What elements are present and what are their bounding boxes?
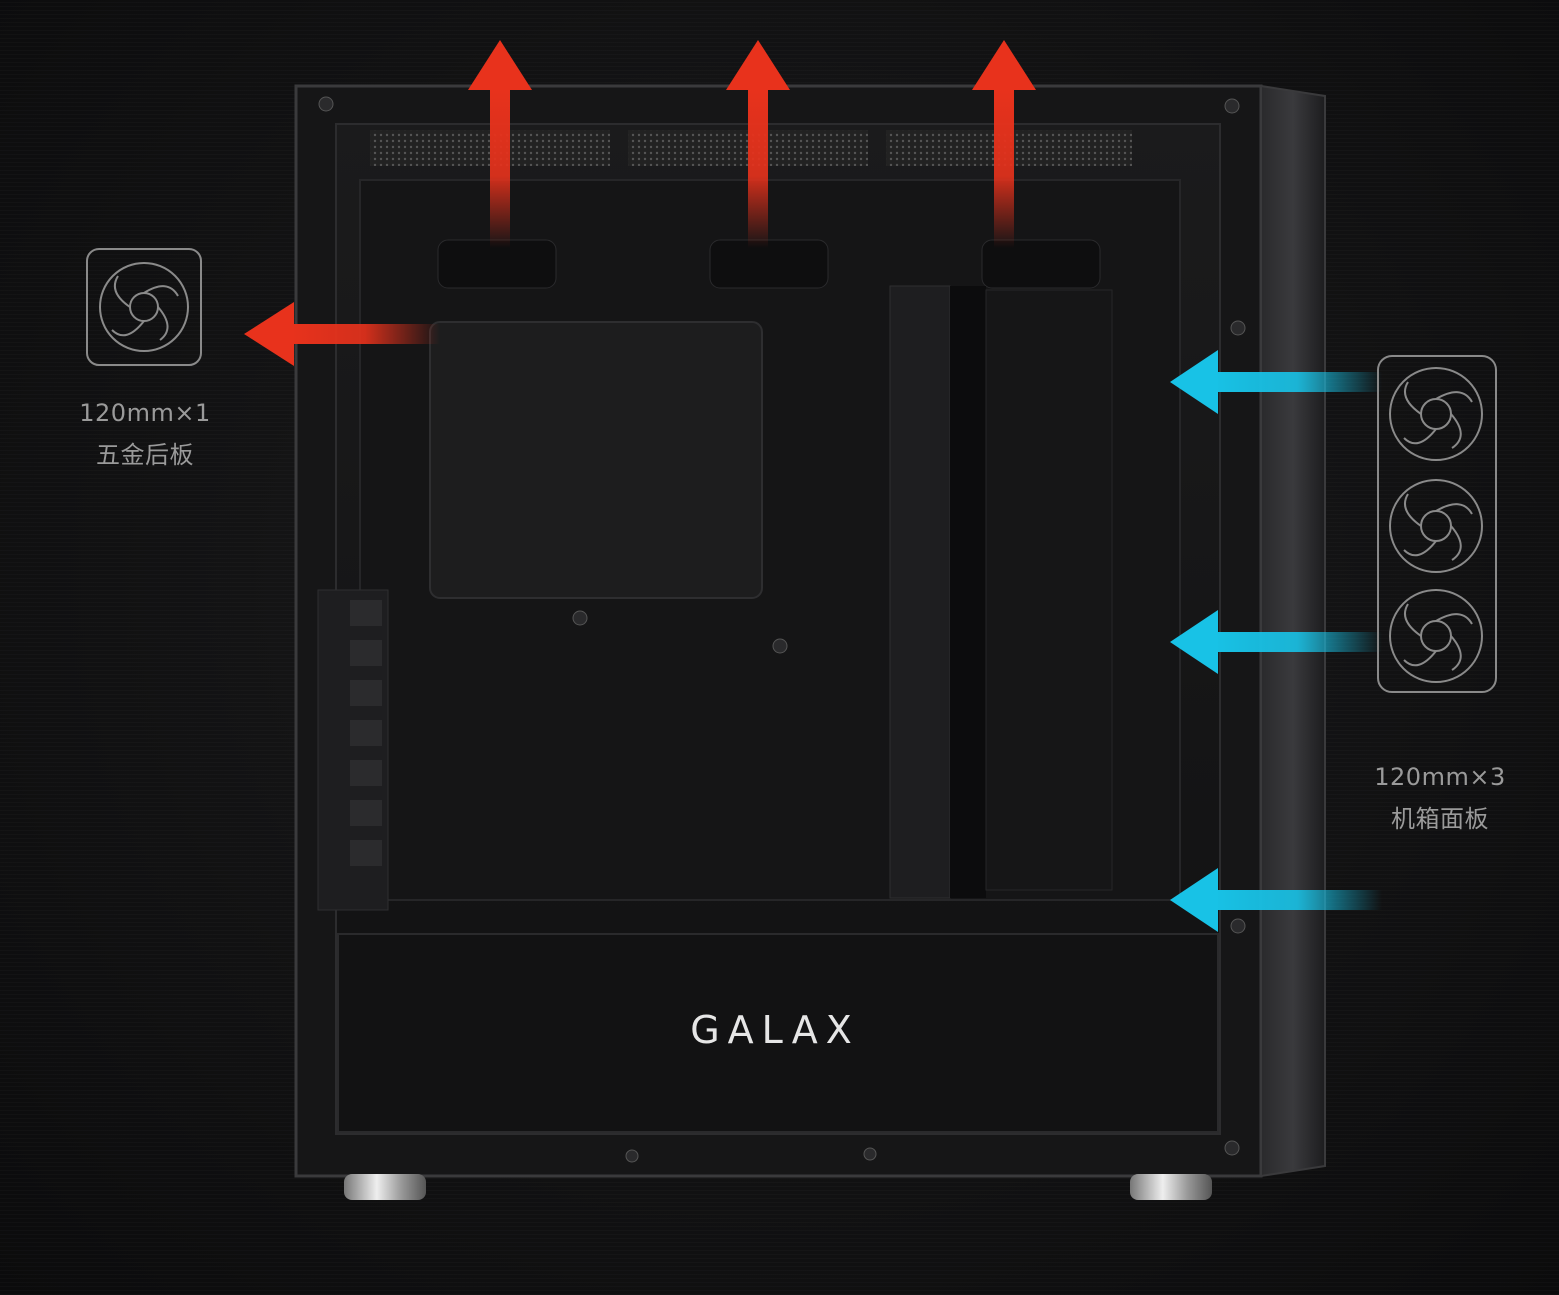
arrow-intake-icon — [1170, 868, 1382, 932]
front-fan-group — [1377, 355, 1497, 693]
arrow-exhaust-icon — [726, 40, 790, 248]
arrow-intake-icon — [1170, 610, 1382, 674]
arrow-exhaust-icon — [972, 40, 1036, 248]
case-body — [294, 84, 1326, 1178]
fan-icon — [1389, 367, 1483, 461]
rear-fan-caption: 120mm×1 五金后板 — [50, 392, 240, 476]
fan-icon — [1389, 589, 1483, 683]
case-foot-right — [1130, 1174, 1212, 1200]
arrow-exhaust-icon — [244, 302, 440, 366]
rear-fan-size-label: 120mm×1 — [79, 399, 211, 427]
arrow-intake-icon — [1170, 350, 1382, 414]
case-foot-left — [344, 1174, 426, 1200]
expansion-slots — [317, 589, 389, 911]
front-fan-size-label: 120mm×3 — [1374, 763, 1506, 791]
fan-icon — [1389, 479, 1483, 573]
arrow-exhaust-icon — [468, 40, 532, 248]
front-fan-caption: 120mm×3 机箱面板 — [1345, 756, 1535, 840]
rear-fan-position-label: 五金后板 — [96, 441, 194, 469]
brand-logo: GALAX — [690, 1008, 860, 1052]
fan-icon — [86, 248, 202, 366]
psu-shroud — [337, 933, 1219, 1133]
front-fan-position-label: 机箱面板 — [1391, 805, 1489, 833]
